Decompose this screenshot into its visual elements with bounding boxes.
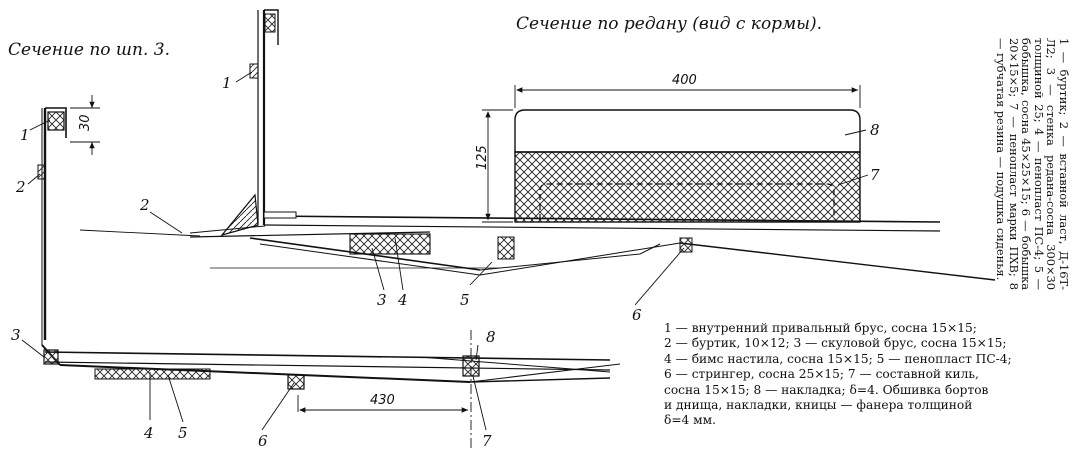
legend-frame-line-1: 1 — внутренний привальный брус, сосна 15…	[664, 321, 977, 335]
callout-step-5: 5	[460, 291, 470, 309]
callout-frame-2: 2	[15, 178, 26, 196]
legend-frame-line-4: 6 — стрингер, сосна 25×15; 7 — составной…	[664, 367, 979, 382]
dim-125: 125	[475, 145, 490, 170]
dim-30: 30	[78, 114, 93, 131]
legend-frame-line-6: и днища, накладки, кницы — фанера толщин…	[664, 398, 973, 413]
legend-step-text: 1 — буртик; 2 — вставной ласт, Д-16Т-Л2;…	[994, 38, 1070, 290]
callout-frame-4: 4	[143, 424, 154, 442]
callout-frame-7: 7	[482, 432, 492, 450]
section-frame-title: Сечение по шп. 3.	[8, 40, 170, 60]
callout-step-8: 8	[870, 121, 880, 139]
callout-step-3: 3	[377, 291, 387, 309]
legend-step-vertical: 1 — буртик; 2 — вставной ласт, Д-16Т-Л2;…	[940, 38, 1070, 290]
dim-400: 400	[672, 73, 697, 88]
callout-frame-5: 5	[178, 424, 188, 442]
callout-frame-3: 3	[11, 326, 21, 344]
frame-leaders	[21, 119, 487, 431]
legend-frame-line-3: 4 — бимс настила, сосна 15×15; 5 — пеноп…	[664, 351, 1012, 366]
callout-frame-1: 1	[20, 126, 30, 144]
callout-step-7: 7	[870, 166, 880, 184]
callout-step-1: 1	[222, 74, 232, 92]
callout-step-6: 6	[632, 306, 642, 324]
dim-430: 430	[370, 393, 395, 408]
frame-section	[37, 95, 621, 450]
legend-frame-line-7: δ=4 мм.	[664, 413, 717, 428]
callout-frame-8: 8	[486, 328, 496, 346]
section-step-title: Сечение по редану (вид с кормы).	[516, 14, 823, 34]
legend-frame: 1 — внутренний привальный брус, сосна 15…	[664, 321, 1080, 429]
callout-step-4: 4	[397, 291, 408, 309]
step-section	[79, 9, 996, 281]
callout-step-2: 2	[139, 196, 150, 214]
legend-frame-line-5: сосна 15×15; 8 — накладка; δ=4. Обшивка …	[664, 382, 989, 397]
legend-frame-line-2: 2 — буртик, 10×12; 3 — скуловой брус, со…	[664, 336, 1007, 351]
callout-frame-6: 6	[258, 432, 268, 450]
step-leaders	[149, 71, 869, 306]
